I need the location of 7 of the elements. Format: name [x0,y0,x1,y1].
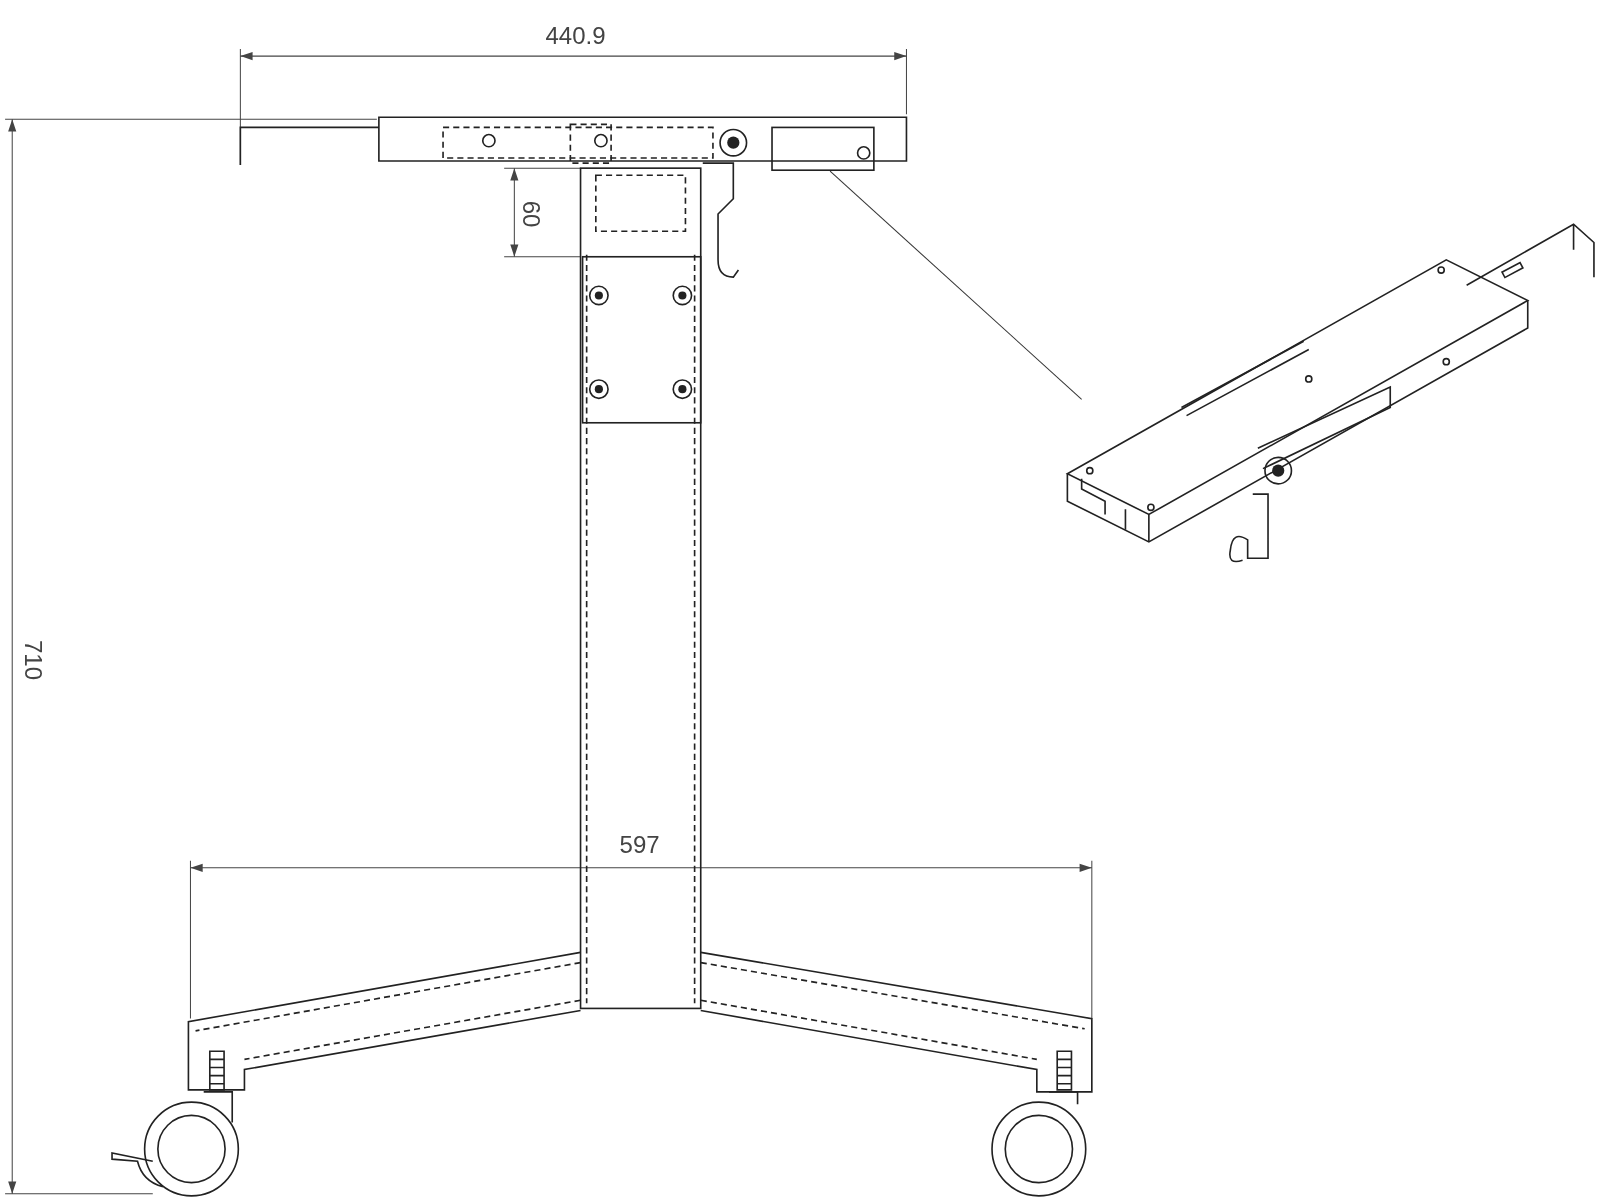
mounting-bracket-drawing [239,116,908,171]
dimension-text: 60 [519,200,544,228]
dimension-text: 440.9 [545,23,606,48]
bracket-perspective-drawing [1065,223,1595,563]
dimension-text: 710 [20,639,45,680]
leader-line [829,170,1083,400]
dimension-text: 597 [619,833,660,858]
